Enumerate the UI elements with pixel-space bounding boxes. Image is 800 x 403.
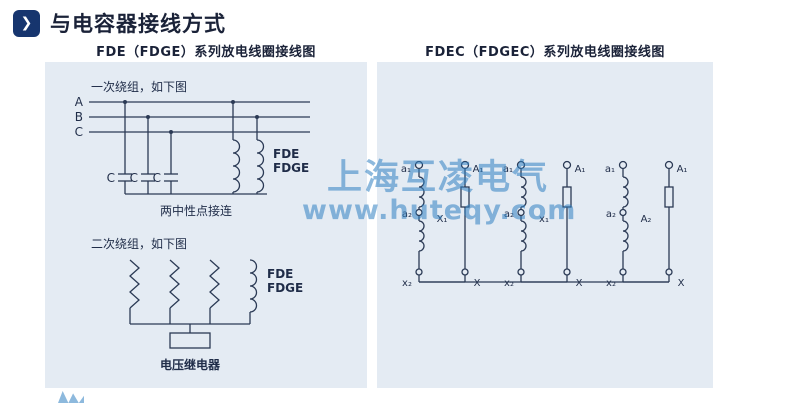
terminal-x2: x₂ <box>606 278 616 289</box>
relay-label: 电压继电器 <box>160 357 221 372</box>
secondary-caption: 二次绕组，如下图 <box>91 236 187 251</box>
fdec-wiring-diagram: a₁ A₁ a₂ X₁ x₂ X a₁ A₁ a₂ x₁ <box>401 160 688 289</box>
primary-caption: 一次绕组，如下图 <box>91 79 187 94</box>
right-panel-title: FDEC（FDGEC）系列放电线圈接线图 <box>425 45 665 60</box>
terminal-x2: x₂ <box>402 278 412 289</box>
discharge-coils <box>231 100 265 194</box>
phase-label-c: C <box>75 125 83 139</box>
terminal-A1: A₁ <box>575 164 586 175</box>
secondary-coil-label-fdge: FDGE <box>267 281 303 295</box>
terminal-X: X <box>474 278 481 289</box>
terminal-A1: A₁ <box>677 164 688 175</box>
capacitor-label-1: C <box>107 171 115 185</box>
phase-lines <box>89 101 310 133</box>
terminal-center: A₂ <box>641 214 652 225</box>
voltage-relay-box <box>169 332 211 349</box>
terminal-X: X <box>678 278 685 289</box>
coil-unit-2: a₁ A₁ a₂ x₁ x₂ X <box>503 160 586 289</box>
neutral-note: 两中性点接连 <box>160 203 232 218</box>
left-panel-title: FDE（FDGE）系列放电线圈接线图 <box>96 45 316 60</box>
page-title: 与电容器接线方式 <box>50 12 226 36</box>
terminal-X: X <box>576 278 583 289</box>
coil-unit-3: a₁ A₁ a₂ A₂ x₂ X <box>605 160 688 289</box>
right-diagram-panel: a₁ A₁ a₂ X₁ x₂ X a₁ A₁ a₂ x₁ <box>377 62 713 388</box>
terminal-a1: a₁ <box>503 164 513 175</box>
cut-off-corner-mark <box>58 391 84 403</box>
coil-label-fde: FDE <box>273 147 299 161</box>
phase-label-b: B <box>75 110 83 124</box>
terminal-a1: a₁ <box>605 164 615 175</box>
terminal-A1: A₁ <box>473 164 484 175</box>
arrow-icon: ❯ <box>13 9 40 37</box>
secondary-windings <box>129 259 258 313</box>
terminal-center: x₁ <box>539 214 549 225</box>
terminal-a2: a₂ <box>402 209 412 220</box>
terminal-a2: a₂ <box>606 209 616 220</box>
secondary-coil-label-fde: FDE <box>267 267 293 281</box>
capacitor-label-2: C <box>130 171 138 185</box>
capacitor-branches <box>118 100 178 194</box>
left-diagram-panel: 一次绕组，如下图 A B C C C C <box>45 62 367 388</box>
phase-label-a: A <box>75 95 84 109</box>
coil-label-fdge: FDGE <box>273 161 309 175</box>
terminal-a2: a₂ <box>504 209 514 220</box>
terminal-center: X₁ <box>437 214 448 225</box>
terminal-a1: a₁ <box>401 164 411 175</box>
coil-unit-1: a₁ A₁ a₂ X₁ x₂ X <box>401 160 484 289</box>
fde-wiring-diagram: 一次绕组，如下图 A B C C C C <box>75 79 310 372</box>
relay-circuit <box>129 308 251 349</box>
section-header: ❯ 与电容器接线方式 <box>13 8 226 38</box>
capacitor-label-3: C <box>153 171 161 185</box>
terminal-x2: x₂ <box>504 278 514 289</box>
